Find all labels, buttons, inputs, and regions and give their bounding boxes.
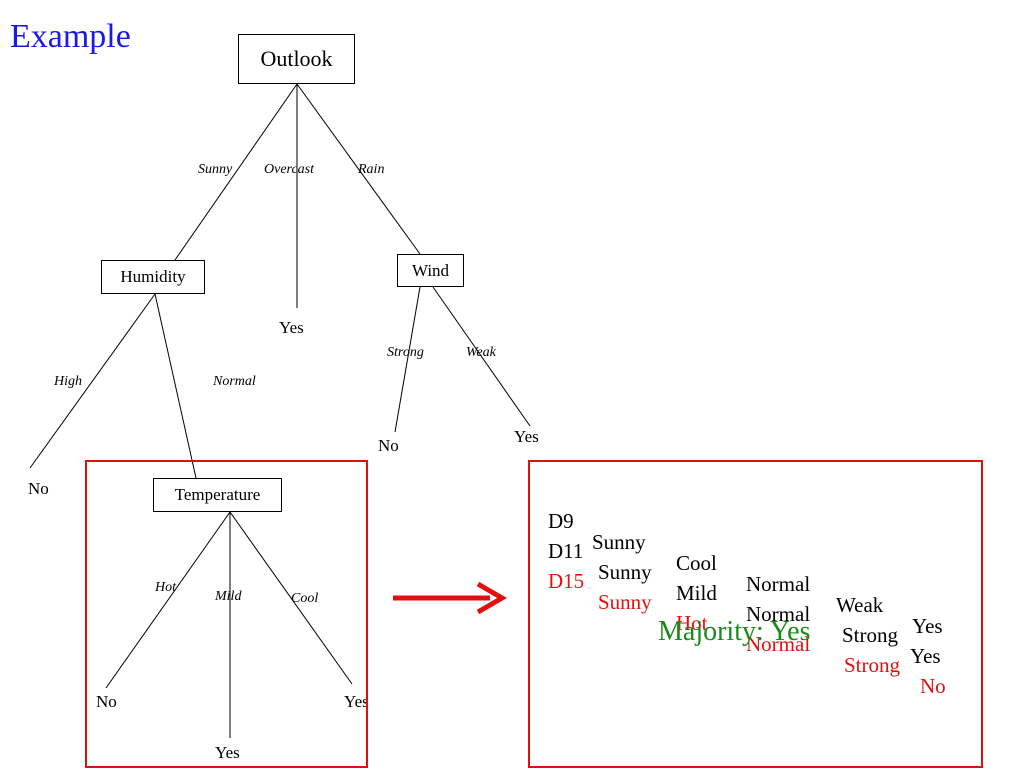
node-outlook-label: Outlook — [260, 46, 333, 71]
example-row-d11: D11 Sunny Mild Normal Strong Yes — [548, 520, 941, 667]
cell-id: D9 — [548, 509, 574, 533]
cell-humidity: Normal — [746, 572, 811, 596]
node-wind-label: Wind — [411, 260, 450, 280]
cell-temp: Cool — [676, 551, 717, 575]
edge-label-weak: Weak — [466, 345, 496, 360]
cell-temp: Mild — [676, 581, 717, 605]
red-arrow — [393, 581, 507, 615]
cell-label: Yes — [910, 644, 941, 668]
edge-label-sunny: Sunny — [198, 162, 233, 177]
edge-sunny — [174, 83, 298, 261]
edge-rain — [296, 83, 421, 255]
edge-label-overcast: Overcast — [264, 162, 315, 177]
cell-temp: Hot — [676, 611, 708, 635]
node-temperature: Temperature — [153, 478, 282, 512]
leaf-strong-no: No — [378, 436, 399, 455]
cell-id: D11 — [548, 539, 584, 563]
edge-strong — [394, 286, 421, 433]
cell-label: No — [920, 674, 946, 698]
cell-wind: Strong — [844, 653, 901, 677]
majority-label: Majority: Yes — [658, 616, 811, 647]
example-row-d15: D15 Sunny Hot Normal Strong No — [548, 550, 946, 697]
cell-humidity: Normal — [746, 632, 811, 656]
edge-label-cool: Cool — [291, 591, 319, 606]
edge-label-strong: Strong — [387, 345, 424, 360]
edge-label-mild: Mild — [215, 589, 242, 604]
leaf-overcast-yes: Yes — [279, 318, 304, 337]
node-outlook: Outlook — [238, 34, 355, 84]
cell-outlook: Sunny — [598, 560, 652, 584]
edge-label-normal: Normal — [213, 374, 256, 389]
leaf-cool-yes: Yes — [344, 692, 369, 711]
cell-humidity: Normal — [746, 602, 811, 626]
edge-label-high: High — [54, 374, 82, 389]
cell-outlook: Sunny — [598, 590, 652, 614]
edge-normal — [154, 293, 197, 479]
leaf-high-no: No — [28, 479, 49, 498]
cell-wind: Strong — [842, 623, 899, 647]
node-wind: Wind — [397, 254, 464, 287]
edge-high — [29, 293, 156, 469]
edge-hot — [105, 511, 231, 689]
subtree-highlight-box — [85, 460, 368, 768]
node-humidity: Humidity — [101, 260, 205, 294]
page-title: Example — [10, 18, 131, 55]
cell-label: Yes — [912, 614, 943, 638]
edge-label-rain: Rain — [358, 162, 385, 177]
leaf-weak-yes: Yes — [514, 427, 539, 446]
leaf-hot-no: No — [96, 692, 117, 711]
edge-weak — [432, 286, 531, 427]
edge-cool — [229, 511, 353, 685]
cell-outlook: Sunny — [592, 530, 646, 554]
cell-id: D15 — [548, 569, 585, 593]
node-humidity-label: Humidity — [120, 267, 186, 286]
leaf-mild-yes: Yes — [215, 743, 240, 762]
edge-label-hot: Hot — [155, 580, 176, 595]
examples-box — [528, 460, 983, 768]
example-row-d9: D9 Sunny Cool Normal Weak Yes — [548, 490, 943, 637]
cell-wind: Weak — [836, 593, 884, 617]
node-temperature-label: Temperature — [174, 485, 261, 504]
